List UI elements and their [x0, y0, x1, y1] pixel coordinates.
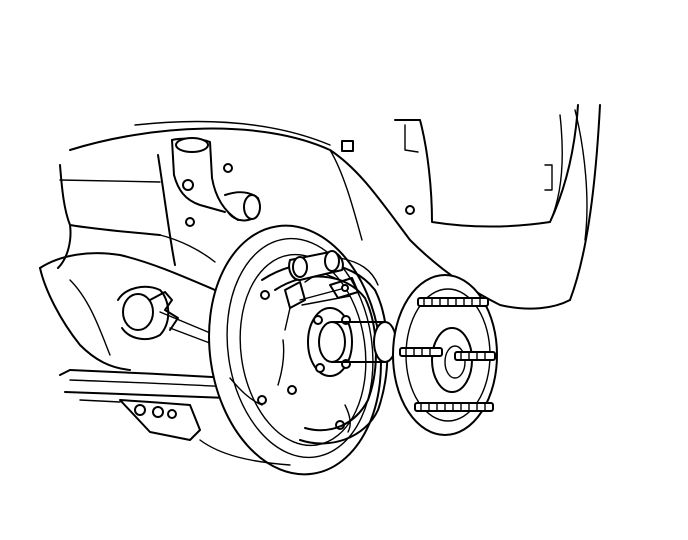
wheel-lug-studs	[399, 297, 496, 412]
rear-axle-housing	[39, 252, 231, 441]
brake-drum	[392, 274, 498, 436]
axle-hub-flange	[307, 307, 397, 377]
stud-middle-left	[399, 347, 443, 357]
frame-rail	[57, 137, 261, 269]
brake-backing-plate	[208, 224, 382, 476]
stud-bottom	[414, 402, 494, 412]
lower-outline	[199, 377, 291, 466]
wheel-cylinder	[288, 250, 379, 286]
stud-middle-right	[454, 351, 496, 361]
vehicle-body-panel	[69, 104, 601, 310]
stud-top	[417, 297, 489, 307]
